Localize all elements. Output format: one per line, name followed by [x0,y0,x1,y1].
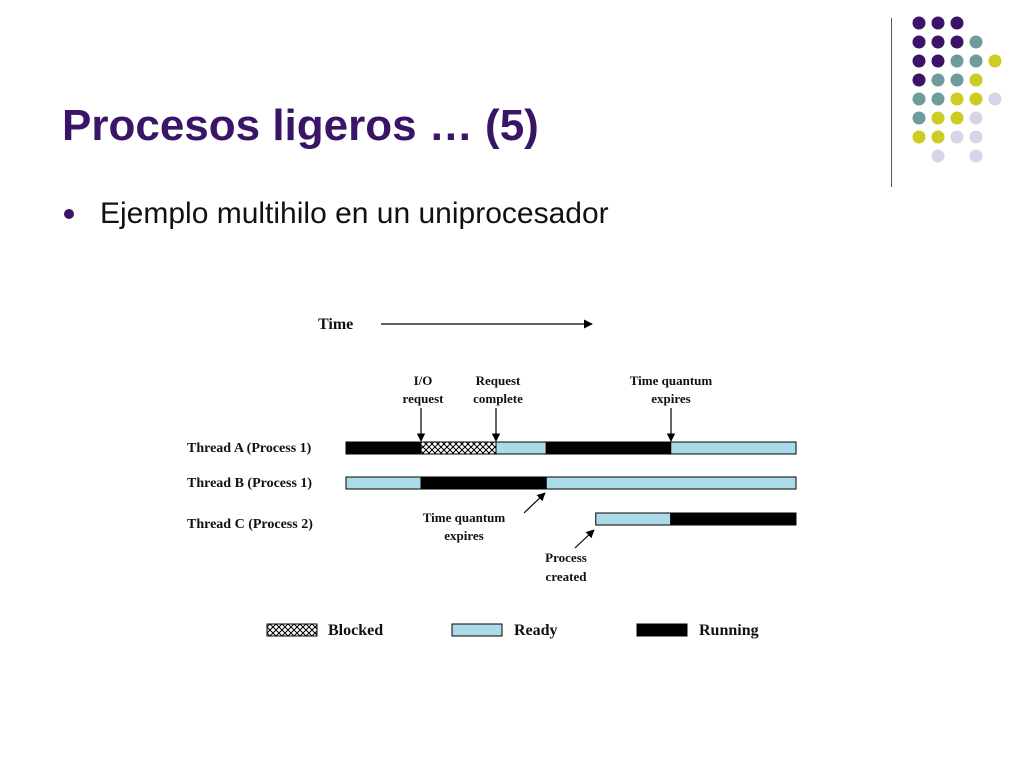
decor-dot-icon [969,92,983,106]
arrow-process-created-icon [574,529,595,549]
legend-swatch-blocked [266,623,318,637]
annotation-io-request-line1: I/O [414,373,433,388]
thread-a-segment-blocked [420,441,497,455]
bullet-dot-icon [64,209,74,219]
thread-a-label: Thread A (Process 1) [187,441,312,456]
decor-dot-icon [912,16,926,30]
decor-dot-icon [950,16,964,30]
annotation-request-complete-line2: complete [473,391,523,406]
thread-c-segment-running [670,512,797,526]
decor-dot-icon [969,54,983,68]
legend-swatch-ready [451,623,503,637]
decor-dot-icon [950,92,964,106]
decor-dot-icon [969,35,983,49]
annotation-quantum-b-line1: Time quantum [423,510,506,525]
decor-divider [891,18,892,187]
legend-label-running: Running [699,622,759,639]
decor-dot-icon [912,130,926,144]
thread-c-label: Thread C (Process 2) [187,517,313,532]
decor-dot-icon [931,111,945,125]
decor-dot-icon [969,73,983,87]
decor-dot-icon [931,16,945,30]
time-axis-label: Time [318,316,353,333]
decor-dot-icon [950,54,964,68]
decor-dot-icon [912,73,926,87]
annotation-request-complete-line1: Request [476,373,521,388]
slide-title: Procesos ligeros … (5) [62,101,539,150]
decor-dot-icon [912,35,926,49]
decor-dot-icon [931,92,945,106]
decor-dot-icon [912,92,926,106]
timeline-bars [345,441,797,526]
thread-b-segment-ready [545,476,797,490]
thread-a-segment-ready [670,441,797,455]
arrow-quantum-b-icon [523,492,546,514]
legend-label-blocked: Blocked [328,622,383,639]
annotation-quantum-a-line2: expires [651,391,690,406]
annotation-quantum-b-line2: expires [444,528,483,543]
thread-a-segment-ready [495,441,547,455]
decor-dot-icon [912,111,926,125]
decor-dot-icon [931,35,945,49]
decor-dot-icon [912,54,926,68]
decor-dot-icon [950,130,964,144]
decor-dot-icon [969,149,983,163]
thread-c-segment-ready [595,512,672,526]
decor-dot-icon [950,73,964,87]
annotation-process-created-line1: Process [545,550,587,565]
thread-b-segment-running [420,476,547,490]
thread-b-label: Thread B (Process 1) [187,476,312,491]
decor-dot-icon [931,73,945,87]
decor-dot-icon [988,92,1002,106]
legend-swatch-running [636,623,688,637]
decor-dot-icon [931,149,945,163]
thread-a-segment-running [545,441,672,455]
annotation-io-request-line2: request [403,391,445,406]
bullet-item: Ejemplo multihilo en un uniprocesador [62,194,609,234]
thread-b-segment-ready [345,476,422,490]
decor-dot-grid [912,16,1002,163]
decor-dot-icon [969,111,983,125]
annotation-process-created-line2: created [546,569,588,584]
annotation-quantum-a-line1: Time quantum [630,373,713,388]
bullet-text: Ejemplo multihilo en un uniprocesador [100,197,609,230]
decor-dot-icon [950,35,964,49]
decor-dot-icon [950,111,964,125]
legend-label-ready: Ready [514,622,558,639]
decor-dot-icon [969,130,983,144]
decor-dot-icon [988,54,1002,68]
decor-dot-icon [931,54,945,68]
thread-a-segment-running [345,441,422,455]
decor-dot-icon [931,130,945,144]
